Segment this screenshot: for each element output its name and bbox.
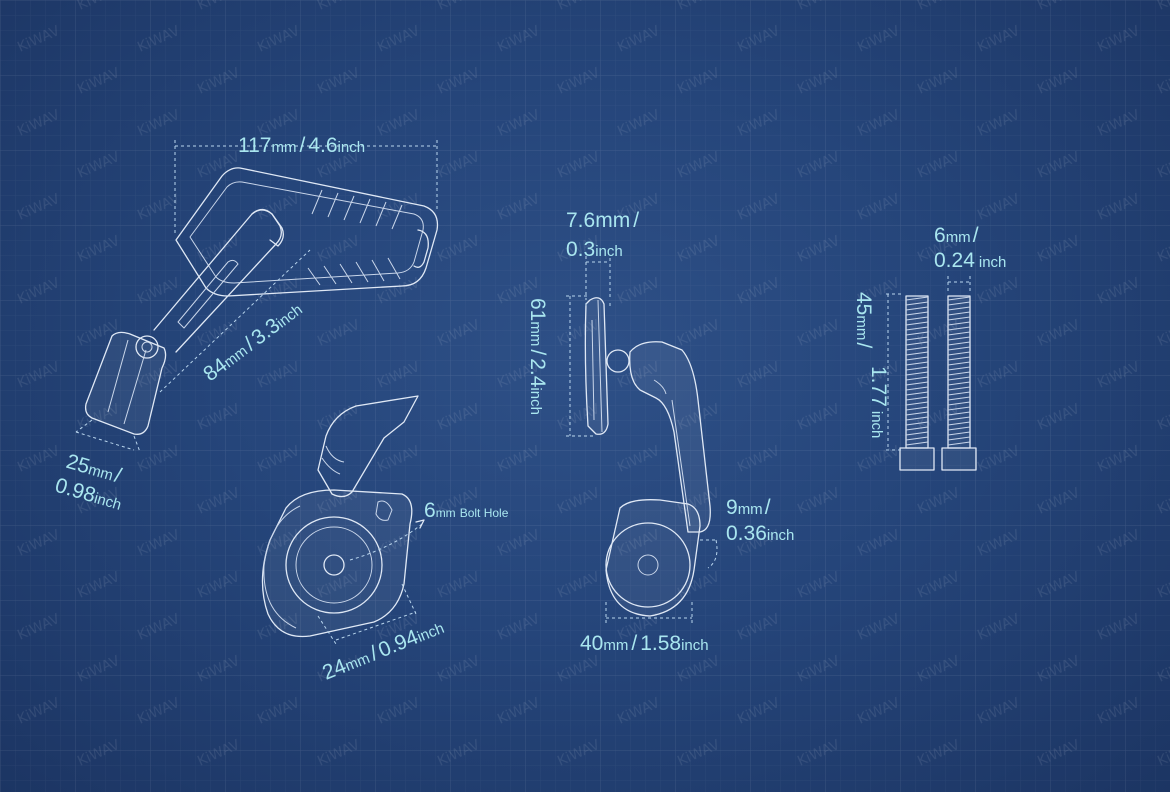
dim-bolt-len-label: 45mm/ 1.77inch — [852, 292, 890, 438]
bolt-hole — [323, 554, 345, 576]
side-ring — [605, 522, 691, 608]
bolt-right — [941, 295, 977, 471]
svg-text:61mm/2.4inch: 61mm/2.4inch — [526, 298, 549, 415]
side-hole — [637, 554, 659, 576]
clamp-riser — [317, 395, 419, 498]
svg-text:0.36inch: 0.36inch — [726, 522, 794, 545]
mirror-fins — [307, 189, 403, 286]
mirror-cap — [413, 229, 429, 268]
svg-text:0.3inch: 0.3inch — [566, 238, 623, 261]
mirror-glass-side — [584, 297, 609, 435]
svg-text:45mm/: 45mm/ — [852, 292, 875, 348]
svg-text:6mm/: 6mm/ — [934, 224, 979, 247]
clamp-ring-outer — [285, 516, 383, 614]
bolt-left — [899, 295, 935, 471]
clamp-housing — [261, 489, 413, 638]
clamp-bottom-view — [261, 395, 425, 645]
dim-length-label: 117mm/4.6inch — [238, 134, 365, 157]
dim-lines-top — [75, 140, 438, 453]
side-clamp — [605, 499, 701, 617]
mirror-arm-slot — [177, 259, 239, 329]
side-stem — [629, 341, 711, 533]
dim-mirror-height-label: 61mm/2.4inch — [526, 298, 549, 415]
pivot-bolt-inner — [141, 341, 153, 353]
dim-mirror-thick-label: 7.6mm/ 0.3inch — [566, 209, 639, 261]
pivot-bolt — [135, 335, 159, 359]
svg-text:7.6mm/: 7.6mm/ — [566, 209, 639, 232]
mirror-arm-tip — [251, 208, 284, 247]
clamp-ring-mid — [295, 526, 373, 604]
mirror-top-view — [84, 167, 439, 435]
ball-joint — [606, 349, 630, 373]
mirror-head-outline — [175, 167, 439, 297]
mirror-head-inner — [189, 181, 424, 284]
svg-text:9mm/: 9mm/ — [726, 496, 771, 519]
clamp-body-edge — [107, 339, 147, 425]
svg-text:1.77inch: 1.77inch — [867, 366, 890, 438]
mirror-side-view — [566, 256, 718, 626]
dim-offset-label: 9mm/ 0.36inch — [726, 496, 794, 545]
bolts-view — [886, 276, 977, 471]
dim-base-width-label: 40mm/1.58inch — [580, 632, 709, 655]
clamp-body — [84, 331, 167, 435]
